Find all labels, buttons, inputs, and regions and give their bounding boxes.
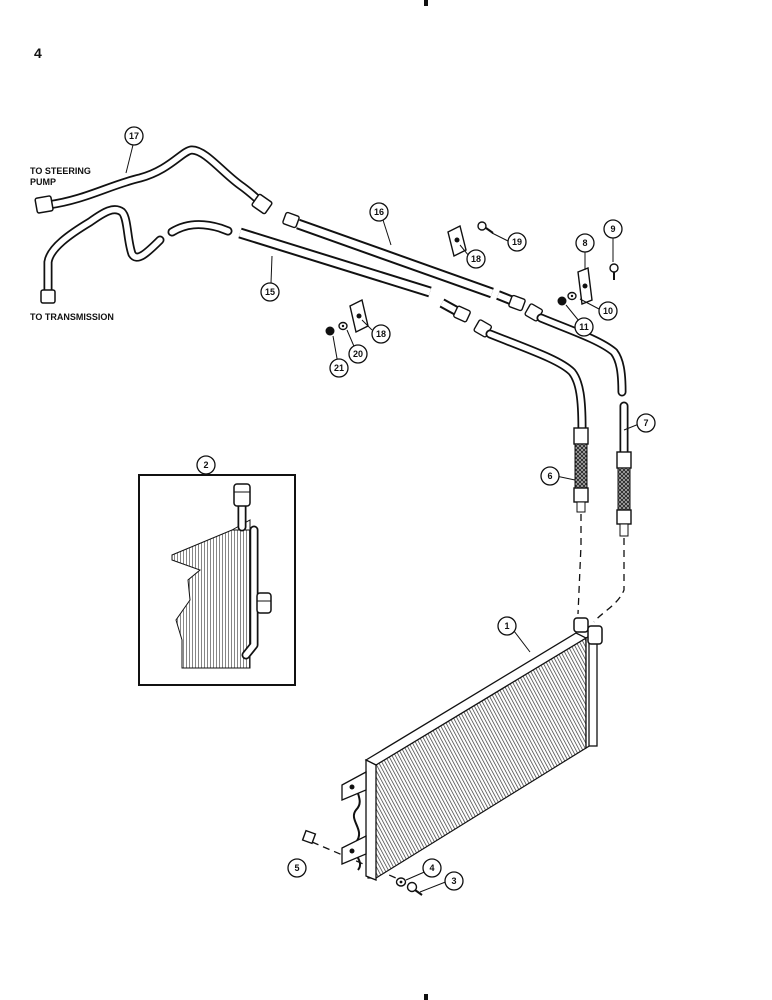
nut-11 <box>557 296 567 306</box>
callout-2: 2 <box>196 455 216 475</box>
hose-6-crimp-top <box>573 427 589 445</box>
callout-15: 15 <box>260 282 280 302</box>
bolt-3 <box>406 881 423 896</box>
svg-text:11: 11 <box>579 322 589 332</box>
bolt-9 <box>609 263 619 280</box>
page-mark-bottom <box>424 994 428 1000</box>
callout-8: 8 <box>575 233 595 253</box>
callout-18-lower: 18 <box>371 324 391 344</box>
page-number: 4 <box>34 45 42 61</box>
steering-pump-tube <box>34 145 273 215</box>
svg-text:7: 7 <box>643 418 648 428</box>
svg-text:19: 19 <box>512 237 522 247</box>
svg-text:1: 1 <box>504 621 509 631</box>
tube-7 <box>524 303 632 537</box>
oil-cooler <box>341 617 603 881</box>
svg-text:10: 10 <box>603 306 613 316</box>
label-to-steering-pump-line1: TO STEERING <box>30 166 91 176</box>
steering-fitting-left <box>34 195 54 214</box>
connection-dashed-6 <box>577 514 582 615</box>
callout-11: 11 <box>574 317 594 337</box>
callout-18-upper: 18 <box>466 249 486 269</box>
clip-18-lower <box>349 298 369 334</box>
callout-21: 21 <box>329 358 349 378</box>
square-nut-5 <box>301 829 317 845</box>
washer-4 <box>395 877 407 887</box>
inset-detail-2 <box>138 474 296 686</box>
svg-text:2: 2 <box>203 460 208 470</box>
page-mark-top <box>424 0 428 6</box>
callout-7: 7 <box>636 413 656 433</box>
callout-6: 6 <box>540 466 560 486</box>
label-to-transmission: TO TRANSMISSION <box>30 312 114 322</box>
svg-text:16: 16 <box>374 207 384 217</box>
callout-3: 3 <box>444 871 464 891</box>
svg-text:8: 8 <box>582 238 587 248</box>
callout-4: 4 <box>422 858 442 878</box>
callout-5: 5 <box>287 858 307 878</box>
connection-dashed-7 <box>593 538 625 623</box>
callout-17: 17 <box>124 126 144 146</box>
clip-8 <box>577 267 593 305</box>
washer-10 <box>567 291 577 301</box>
nut-21 <box>325 326 335 336</box>
svg-text:20: 20 <box>353 349 363 359</box>
transmission-fitting <box>40 289 56 304</box>
washer-20 <box>338 321 348 331</box>
svg-text:3: 3 <box>451 876 456 886</box>
svg-text:15: 15 <box>265 287 275 297</box>
callout-19: 19 <box>507 232 527 252</box>
clip-18-upper <box>447 224 467 258</box>
hose-7-braid <box>617 467 631 511</box>
hose-15 <box>238 227 471 323</box>
callout-1: 1 <box>497 616 517 636</box>
callout-10: 10 <box>598 301 618 321</box>
svg-text:6: 6 <box>547 471 552 481</box>
svg-text:5: 5 <box>294 863 299 873</box>
tube-6 <box>473 319 589 513</box>
svg-text:4: 4 <box>429 863 434 873</box>
bolt-19 <box>477 221 494 234</box>
label-to-steering-pump-line2: PUMP <box>30 177 56 187</box>
callout-9: 9 <box>603 219 623 239</box>
hose-6-crimp-bottom <box>573 487 589 503</box>
hose-6-braid <box>574 443 588 489</box>
svg-text:17: 17 <box>129 131 139 141</box>
transmission-tube <box>40 205 233 304</box>
hose-16 <box>282 211 526 312</box>
callout-20: 20 <box>348 344 368 364</box>
svg-text:9: 9 <box>610 224 615 234</box>
steering-fitting-right <box>251 193 273 215</box>
callout-16: 16 <box>369 202 389 222</box>
svg-text:18: 18 <box>471 254 481 264</box>
svg-text:18: 18 <box>376 329 386 339</box>
svg-text:21: 21 <box>334 363 344 373</box>
